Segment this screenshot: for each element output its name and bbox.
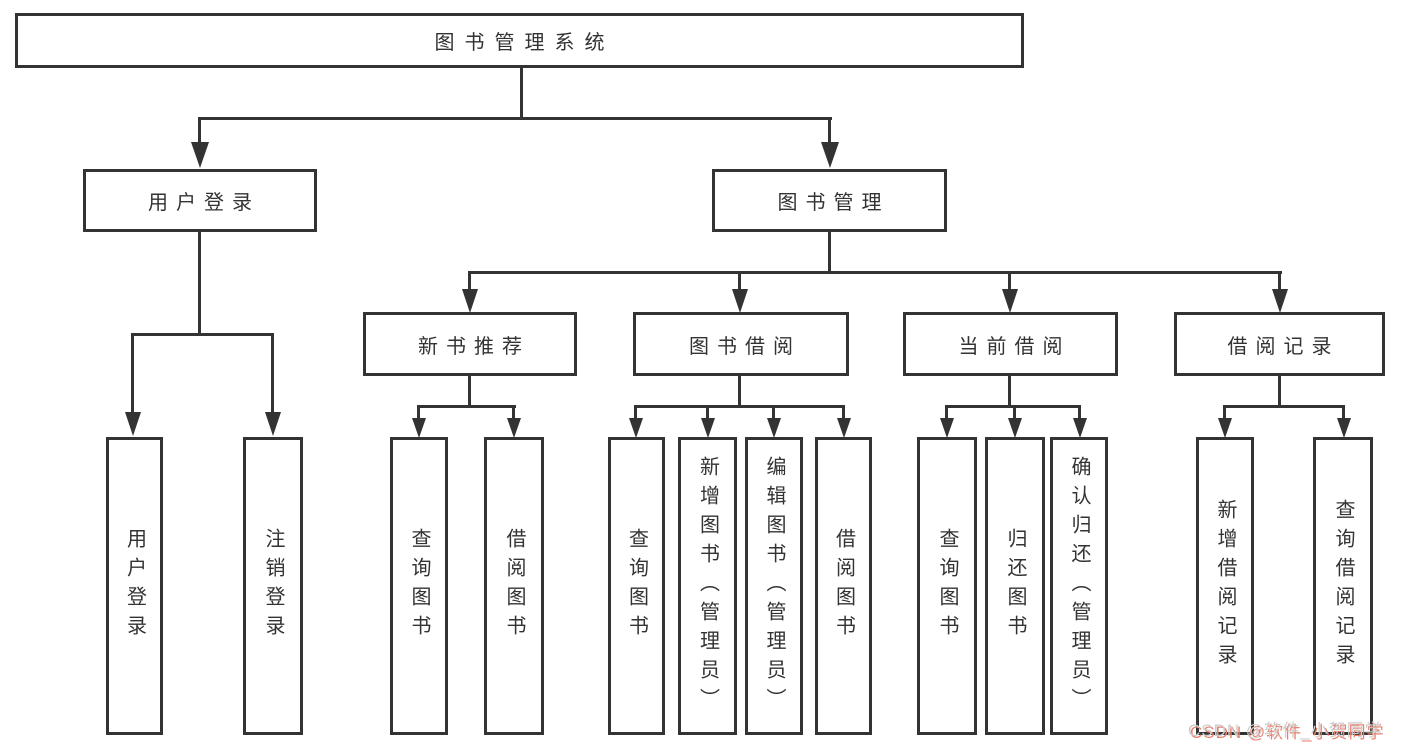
connector-vline bbox=[706, 405, 709, 420]
leaf-logout: 注销登录 bbox=[243, 437, 303, 735]
connector-vline bbox=[198, 117, 201, 144]
arrowhead-down-icon bbox=[1073, 418, 1087, 438]
connector-vline bbox=[271, 333, 274, 413]
leaf-record-query-record: 查询借阅记录 bbox=[1313, 437, 1373, 735]
arrowhead-down-icon bbox=[1218, 418, 1232, 438]
arrowhead-down-icon bbox=[1008, 418, 1022, 438]
node-root-library-system: 图书管理系统 bbox=[15, 13, 1024, 68]
leaf-borrow-add-books-admin: 新增图书（管理员） bbox=[678, 437, 737, 735]
arrowhead-down-icon bbox=[767, 418, 781, 438]
arrowhead-down-icon bbox=[125, 412, 141, 436]
arrowhead-down-icon bbox=[265, 412, 281, 436]
leaf-label: 查询借阅记录 bbox=[1332, 499, 1354, 673]
arrowhead-down-icon bbox=[1002, 289, 1018, 313]
leaf-current-query-books: 查询图书 bbox=[917, 437, 977, 735]
connector-vline bbox=[828, 117, 831, 144]
arrowhead-down-icon bbox=[462, 289, 478, 313]
arrowhead-down-icon bbox=[191, 142, 209, 168]
connector-vline bbox=[738, 271, 741, 290]
leaf-label: 借阅图书 bbox=[832, 528, 855, 644]
leaf-current-confirm-return-admin: 确认归还（管理员） bbox=[1050, 437, 1108, 735]
arrowhead-down-icon bbox=[732, 289, 748, 313]
connector-vline bbox=[828, 232, 831, 274]
leaf-borrow-query-books: 查询图书 bbox=[608, 437, 665, 735]
connector-hline bbox=[468, 271, 1282, 274]
connector-vline bbox=[772, 405, 775, 420]
connector-vline bbox=[1342, 405, 1345, 420]
connector-vline bbox=[738, 376, 741, 408]
leaf-user-login: 用户登录 bbox=[106, 437, 163, 735]
leaf-label: 编辑图书（管理员） bbox=[763, 455, 785, 717]
connector-vline bbox=[468, 376, 471, 408]
leaf-label: 注销登录 bbox=[262, 528, 284, 644]
leaf-label: 新增借阅记录 bbox=[1214, 499, 1236, 673]
arrowhead-down-icon bbox=[701, 418, 715, 438]
connector-vline bbox=[1008, 376, 1011, 408]
node-new-book-recommend: 新书推荐 bbox=[363, 312, 577, 376]
leaf-label: 查询图书 bbox=[936, 528, 958, 644]
connector-vline bbox=[634, 405, 637, 420]
arrowhead-down-icon bbox=[1272, 289, 1288, 313]
connector-hline bbox=[131, 333, 274, 336]
arrowhead-down-icon bbox=[940, 418, 954, 438]
connector-hline bbox=[417, 405, 516, 408]
leaf-label: 归还图书 bbox=[1004, 528, 1026, 644]
arrowhead-down-icon bbox=[1337, 418, 1351, 438]
node-current-borrow: 当前借阅 bbox=[903, 312, 1118, 376]
connector-vline bbox=[520, 68, 523, 118]
connector-hline bbox=[198, 117, 832, 120]
arrowhead-down-icon bbox=[629, 418, 643, 438]
connector-vline bbox=[1278, 376, 1281, 408]
leaf-label: 用户登录 bbox=[123, 528, 146, 644]
connector-vline bbox=[131, 333, 134, 413]
connector-vline bbox=[417, 405, 420, 420]
node-borrow-record: 借阅记录 bbox=[1174, 312, 1385, 376]
leaf-borrow-edit-books-admin: 编辑图书（管理员） bbox=[745, 437, 803, 735]
leaf-label: 确认归还（管理员） bbox=[1068, 455, 1090, 717]
connector-vline bbox=[842, 405, 845, 420]
leaf-current-return-books: 归还图书 bbox=[985, 437, 1045, 735]
arrowhead-down-icon bbox=[837, 418, 851, 438]
connector-vline bbox=[1078, 405, 1081, 420]
leaf-label: 查询图书 bbox=[625, 528, 648, 644]
connector-hline bbox=[1223, 405, 1345, 408]
connector-vline bbox=[198, 232, 201, 335]
csdn-watermark: CSDN @软件_小贺同学 bbox=[1188, 721, 1383, 740]
leaf-recommend-borrow-books: 借阅图书 bbox=[484, 437, 544, 735]
connector-vline bbox=[1278, 271, 1281, 290]
node-book-borrow: 图书借阅 bbox=[633, 312, 849, 376]
leaf-record-add-record: 新增借阅记录 bbox=[1196, 437, 1254, 735]
connector-vline bbox=[1223, 405, 1226, 420]
arrowhead-down-icon bbox=[507, 418, 521, 438]
leaf-borrow-borrow-books: 借阅图书 bbox=[815, 437, 872, 735]
connector-hline bbox=[634, 405, 845, 408]
connector-vline bbox=[512, 405, 515, 420]
node-user-login: 用户登录 bbox=[83, 169, 317, 232]
leaf-recommend-query-books: 查询图书 bbox=[390, 437, 448, 735]
leaf-label: 查询图书 bbox=[408, 528, 430, 644]
arrowhead-down-icon bbox=[412, 418, 426, 438]
arrowhead-down-icon bbox=[821, 142, 839, 168]
leaf-label: 借阅图书 bbox=[503, 528, 525, 644]
connector-vline bbox=[1008, 271, 1011, 290]
node-book-management: 图书管理 bbox=[712, 169, 947, 232]
leaf-label: 新增图书（管理员） bbox=[696, 455, 719, 717]
connector-vline bbox=[945, 405, 948, 420]
connector-vline bbox=[1013, 405, 1016, 420]
connector-vline bbox=[468, 271, 471, 290]
